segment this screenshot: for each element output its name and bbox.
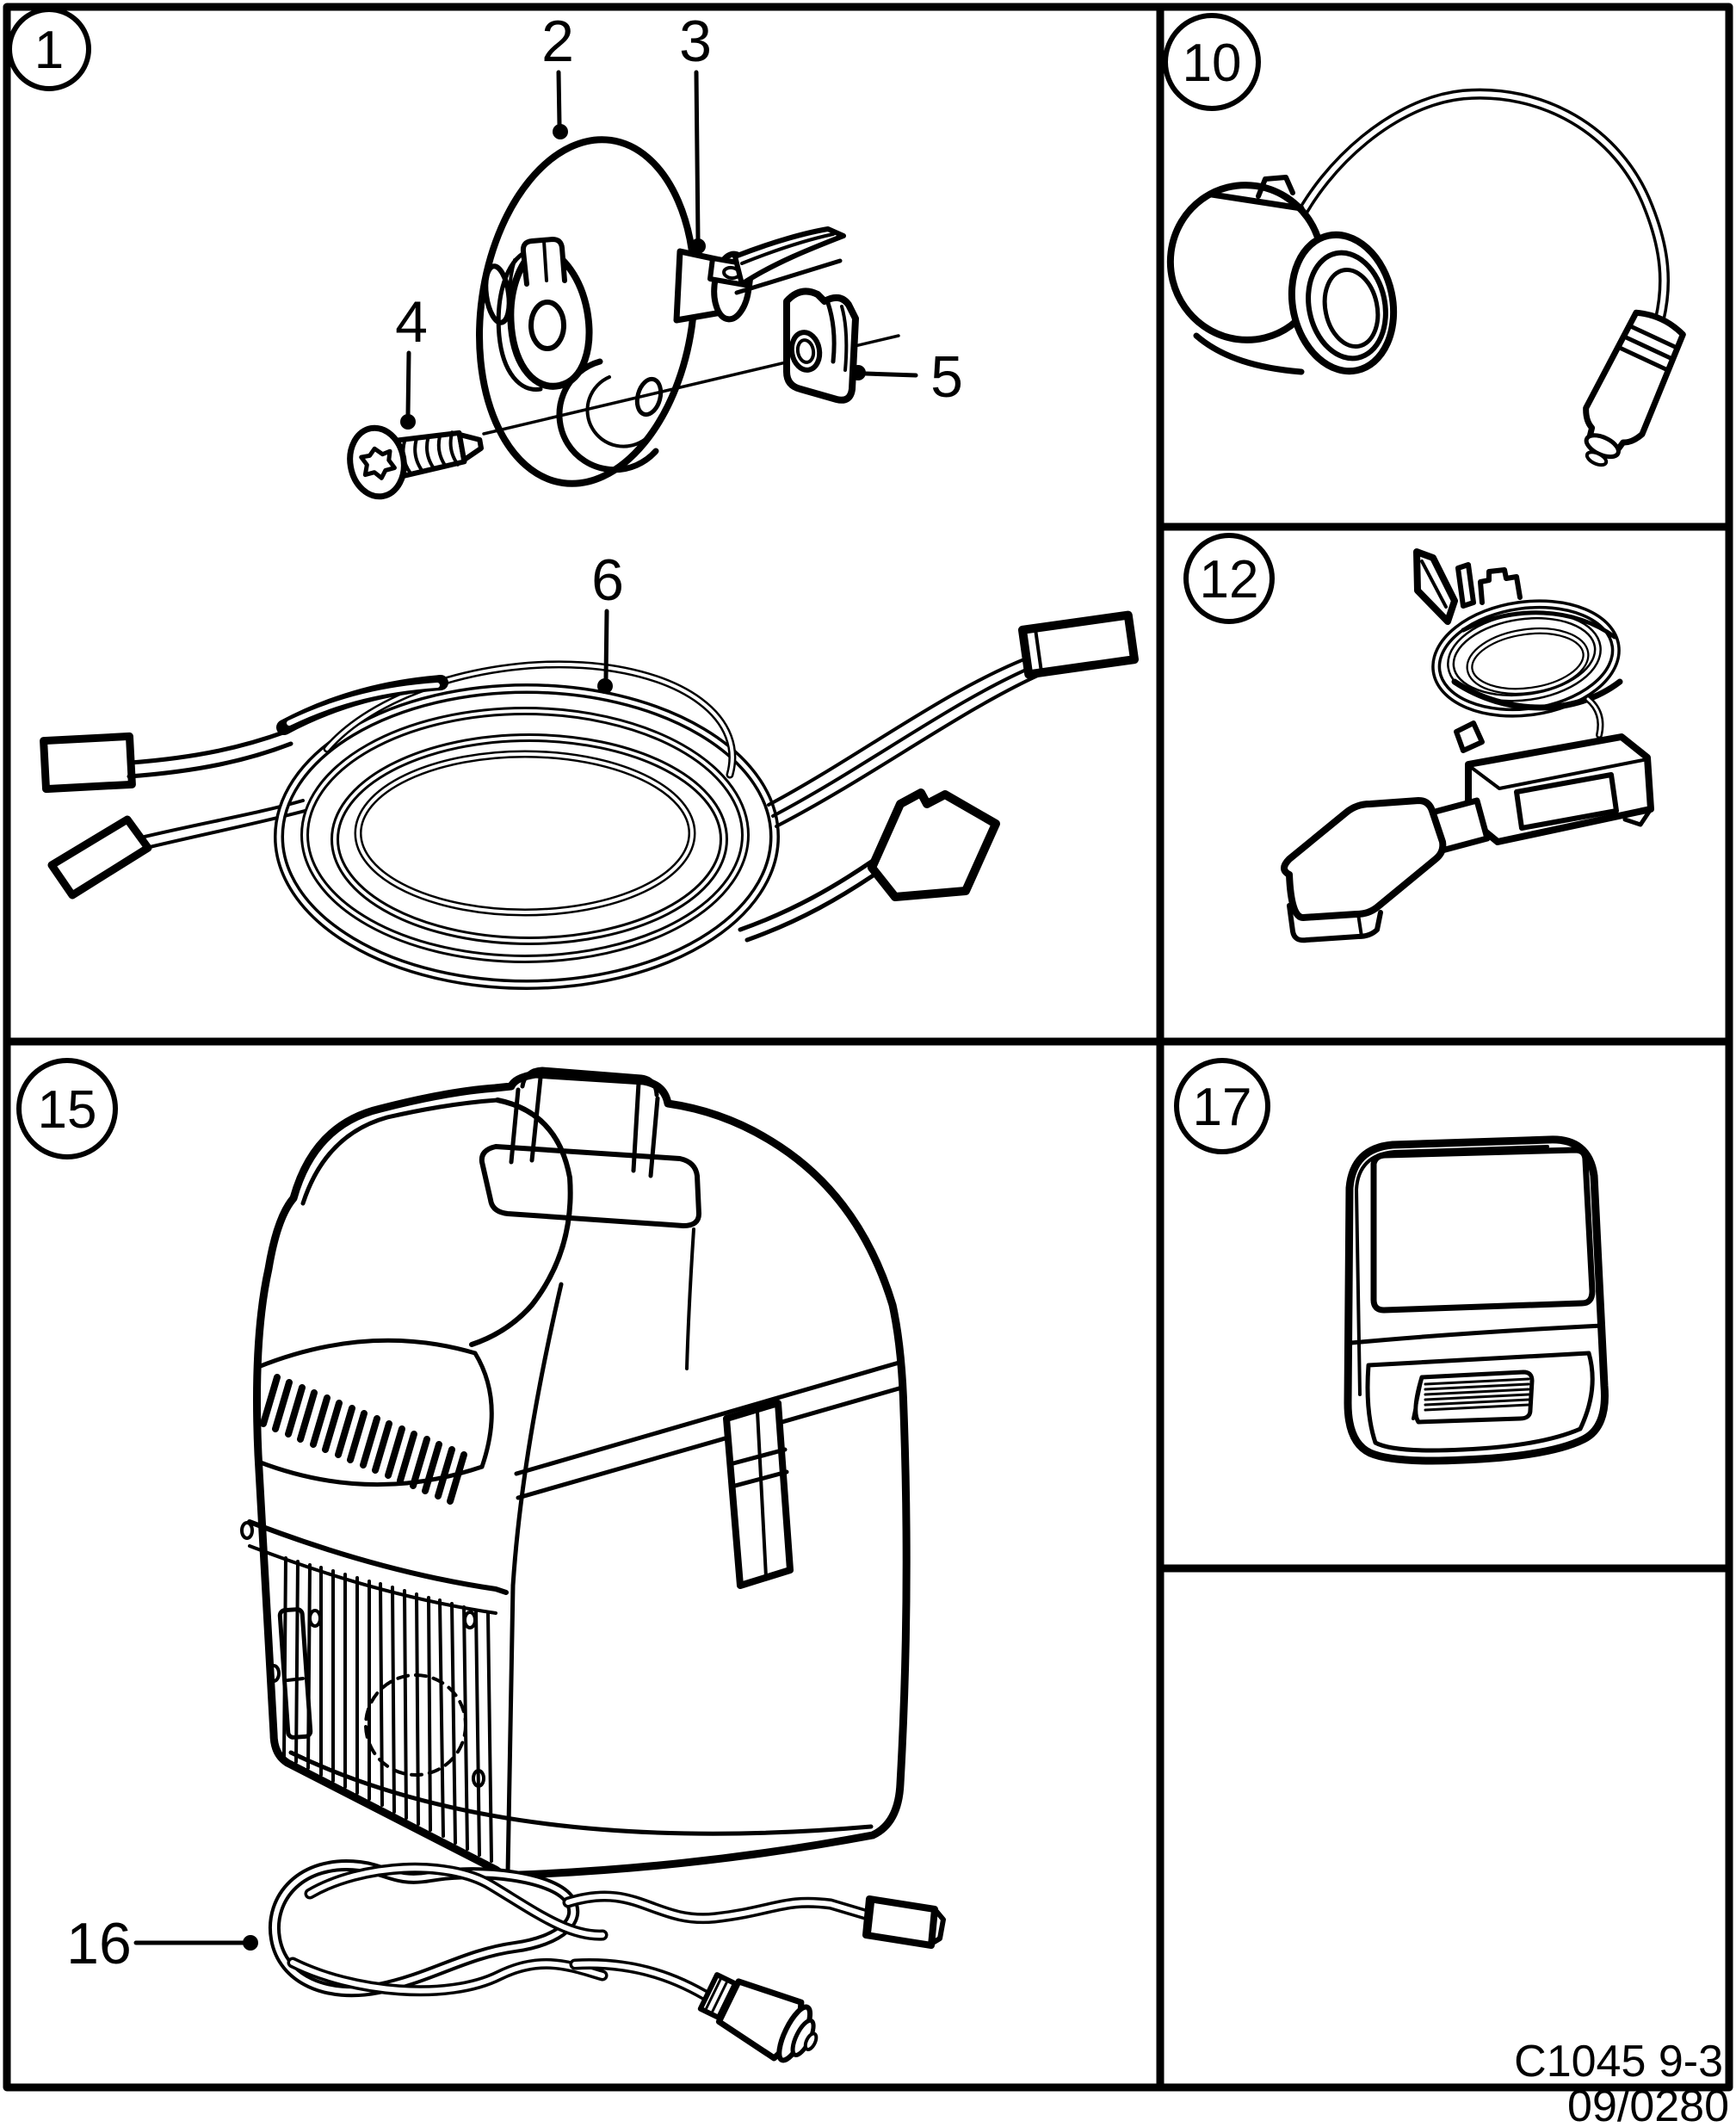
footer: C1045 9-3 09/0280 (1514, 2037, 1729, 2127)
badge-12-number: 12 (1200, 550, 1259, 609)
power-cord-drawing (268, 1859, 946, 2063)
panel-17: 17 (1174, 1058, 1609, 1465)
badge-1: 1 (7, 7, 91, 91)
badge-17-number: 17 (1193, 1078, 1252, 1137)
badge-10: 10 (1163, 13, 1261, 111)
screw-holes (240, 1521, 485, 1788)
callout-6-label: 6 (591, 547, 624, 613)
callout-3: 3 (679, 9, 712, 254)
callout-2-label: 2 (541, 9, 574, 74)
callout-16-label: 16 (66, 1911, 132, 1976)
panel-15: 15 (16, 1058, 946, 2063)
panel-empty-frame (1156, 1564, 1733, 2092)
cool-box-drawing (240, 1067, 911, 1880)
callout-16: 16 (66, 1911, 258, 1976)
callout-5: 5 (850, 344, 963, 410)
screw-drawing (347, 424, 485, 500)
adapter-harness-drawing (1281, 548, 1654, 943)
panel-10: 10 (1163, 13, 1686, 467)
callout-4: 4 (395, 289, 428, 430)
panel-1: 1 (7, 7, 1140, 990)
control-unit-drawing (1344, 1135, 1609, 1465)
socket-lamp-drawing (1166, 88, 1686, 467)
fan-dashed-circle (364, 1673, 467, 1777)
callout-3-label: 3 (679, 9, 712, 74)
cable-harness-drawing (40, 610, 1140, 990)
callout-5-label: 5 (930, 344, 963, 410)
panel-12: 12 (1183, 533, 1654, 943)
panel-frames (3, 3, 1733, 2092)
figure-code: C1045 9-3 (1514, 2037, 1723, 2087)
callout-2: 2 (541, 9, 574, 139)
grip-ribs (1424, 1377, 1530, 1412)
figure-revision: 09/0280 (1567, 2081, 1729, 2127)
badge-12: 12 (1183, 533, 1275, 624)
badge-15: 15 (16, 1058, 118, 1159)
badge-17: 17 (1174, 1058, 1270, 1154)
badge-1-number: 1 (34, 21, 64, 80)
clip-nut-drawing (783, 288, 859, 404)
callout-4-label: 4 (395, 289, 428, 355)
badge-10-number: 10 (1183, 34, 1242, 93)
badge-15-number: 15 (38, 1080, 97, 1140)
callout-6: 6 (591, 547, 624, 694)
vent-slots (260, 1374, 467, 1505)
